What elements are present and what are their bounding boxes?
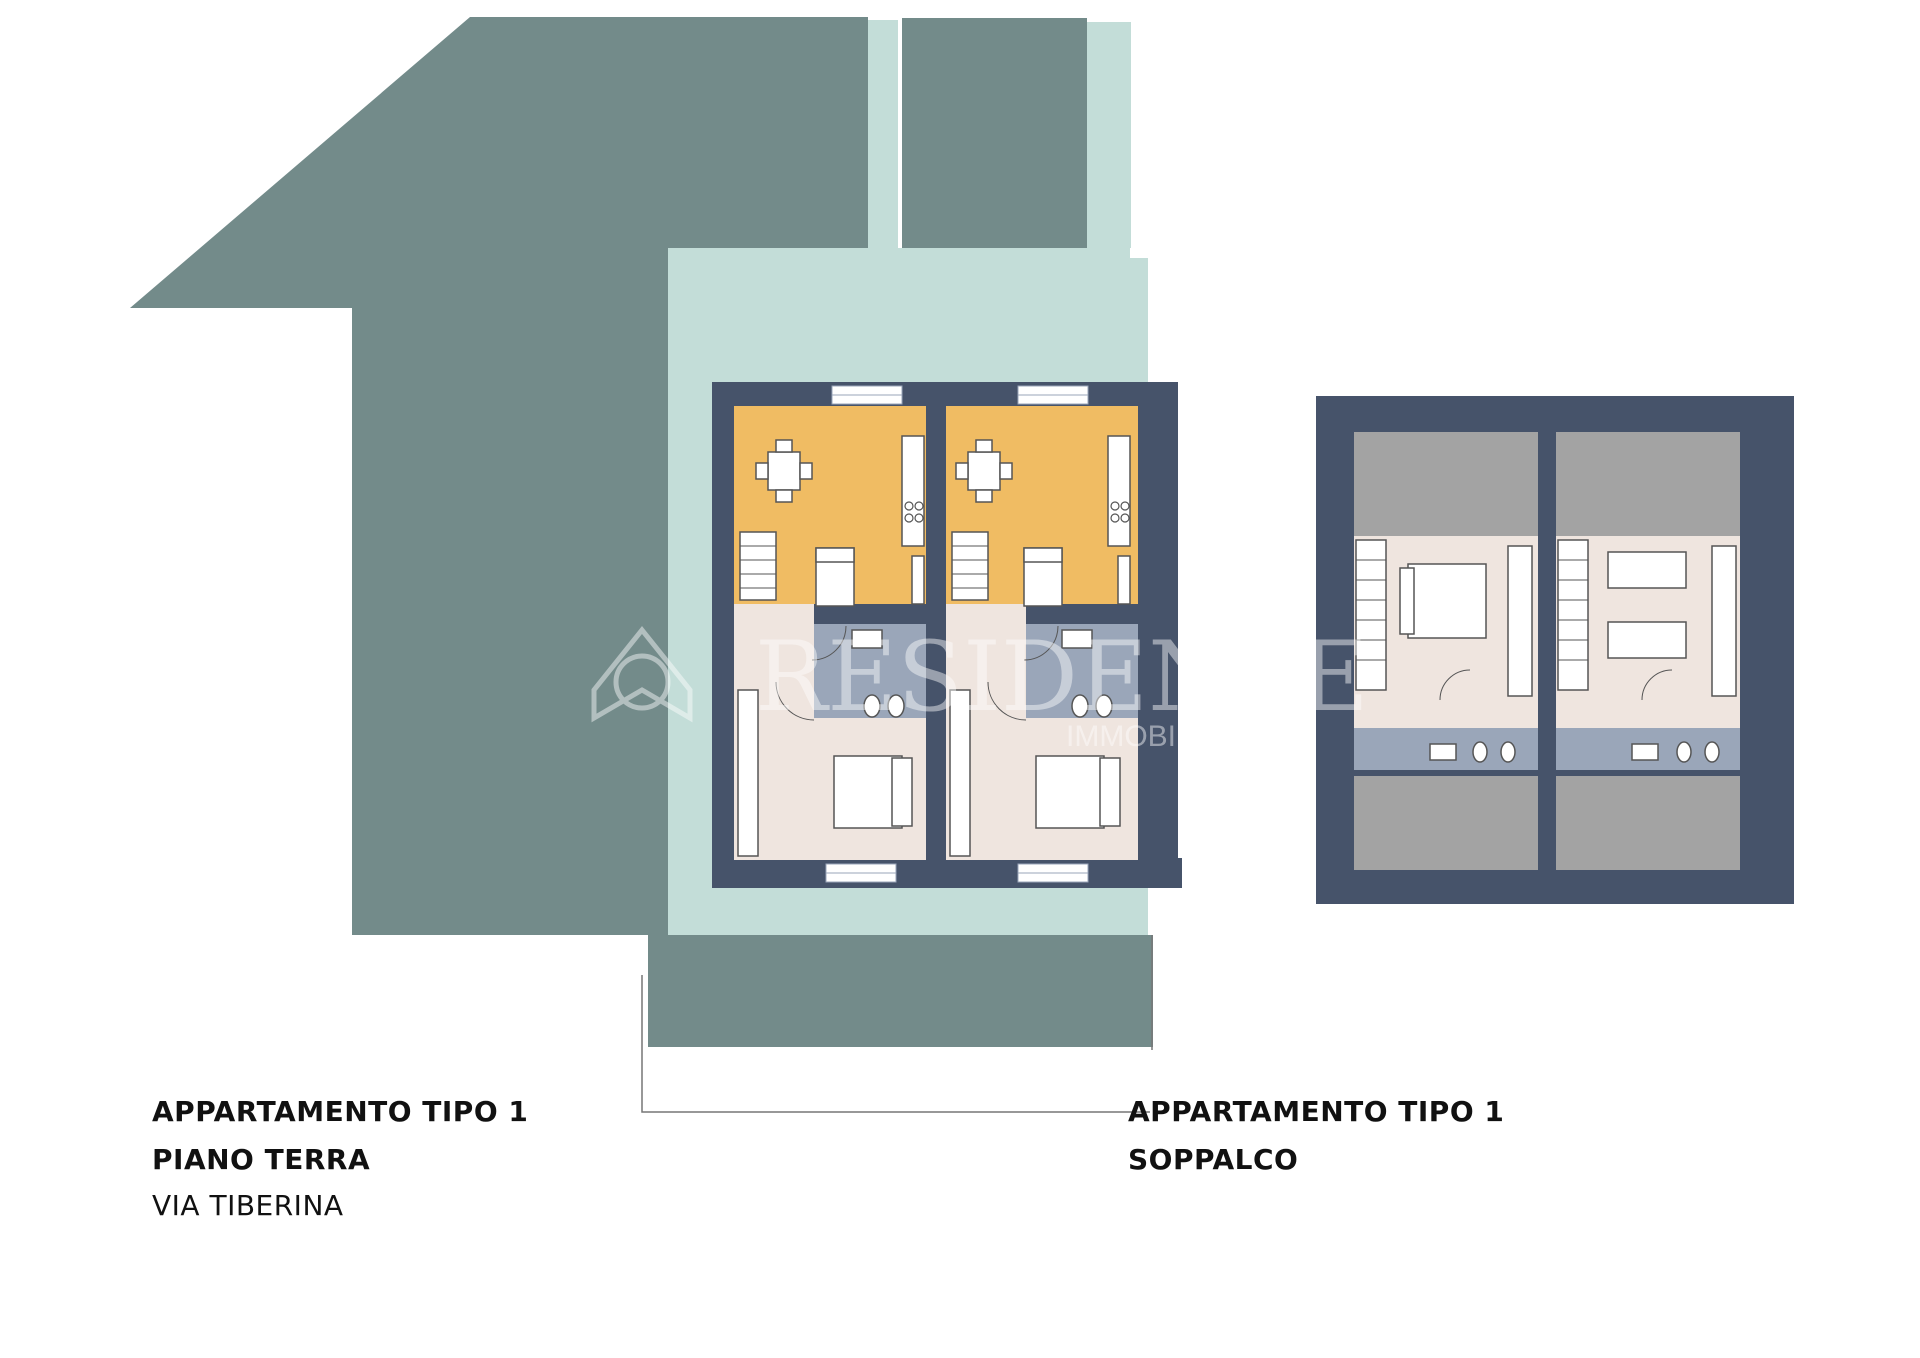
mezzanine-level: SOPPALCO [1128,1143,1299,1176]
watermark-sub: IMMOBILIARE [1066,720,1263,753]
toilet [863,694,881,718]
ground-floor-level: PIANO TERRA [152,1143,371,1176]
toilet [887,694,905,718]
ground-floor-address: VIA TIBERINA [152,1189,344,1222]
kitchen-counter [901,435,925,547]
sink [1631,743,1659,761]
watermark-logo-icon [591,625,693,723]
garden-lot [130,17,868,935]
bidet [1472,741,1488,763]
void-grey [1556,776,1740,870]
toilet [1500,741,1516,763]
sink [851,629,883,649]
sink [1429,743,1457,761]
void-grey [1354,432,1538,536]
kitchen-counter [1107,435,1131,547]
wardrobe [1507,545,1533,697]
wardrobe [737,689,759,857]
dining-table [767,451,801,491]
upper-parking-block [902,18,1087,248]
double-bed [1035,755,1105,829]
toilet [1071,694,1089,718]
mezzanine-plan [1316,396,1794,904]
single-bed [1607,551,1687,589]
dining-table [967,451,1001,491]
watermark: RESIDENZE IMMOBILIARE [591,621,1369,753]
sink [1061,629,1093,649]
toilet [1095,694,1113,718]
stairs [1557,539,1589,691]
wardrobe [949,689,971,857]
stairs [951,531,989,601]
mezzanine-title: APPARTAMENTO TIPO 1 [1128,1095,1505,1128]
stairs [1355,539,1387,691]
void-grey [1354,776,1538,870]
ground-floor-plan [712,382,1182,888]
bidet [1676,741,1692,763]
double-bed [1407,563,1487,639]
watermark-brand: RESIDENZE [755,621,1369,733]
toilet [1704,741,1720,763]
void-grey [1556,432,1740,536]
wardrobe [1711,545,1737,697]
ground-floor-title: APPARTAMENTO TIPO 1 [152,1095,529,1128]
lower-parking-block [648,935,1153,1047]
single-bed [1607,621,1687,659]
stairs [739,531,777,601]
double-bed [833,755,903,829]
